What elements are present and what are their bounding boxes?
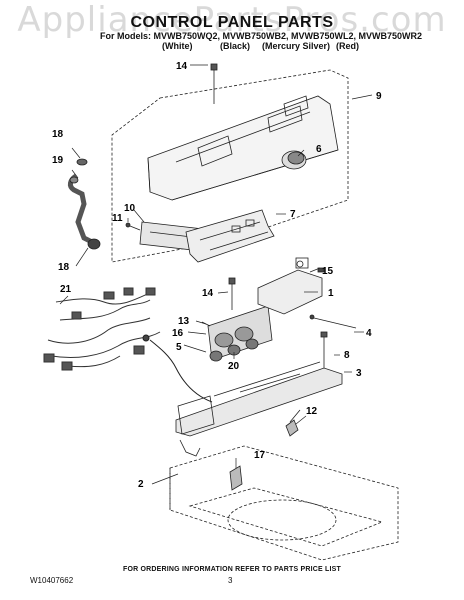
- page-number: 3: [228, 576, 233, 585]
- watermark: AppliancePartsPros.com: [17, 0, 447, 40]
- callout-7: 7: [290, 209, 296, 220]
- screw-14-mid: [228, 277, 236, 310]
- screw-8: [320, 331, 328, 372]
- color-black: (Black): [220, 41, 251, 51]
- callout-17: 17: [254, 450, 266, 461]
- callout-15: 15: [322, 266, 334, 277]
- screw-14-top: [210, 63, 218, 104]
- callout-1: 1: [328, 288, 334, 299]
- color-list: (White) (Black) (Mercury Silver) (Red): [100, 41, 364, 53]
- callout-21: 21: [60, 284, 72, 295]
- clip-12: [285, 409, 301, 437]
- callout-9: 9: [376, 91, 382, 102]
- page-title: CONTROL PANEL PARTS: [130, 14, 334, 31]
- callout-16: 16: [172, 328, 184, 339]
- clip-17: [229, 465, 243, 491]
- callout-18-bottom: 18: [58, 262, 70, 273]
- pressure-switch: [257, 257, 325, 315]
- callout-2: 2: [138, 479, 144, 490]
- callout-10: 10: [124, 203, 136, 214]
- callout-3: 3: [356, 368, 362, 379]
- model-list: For Models: MVWB750WQ2, MVWB750WB2, MVWB…: [100, 31, 423, 41]
- document-number: W10407662: [30, 576, 74, 585]
- valve-lead: [142, 334, 213, 403]
- console-housing: [147, 95, 339, 201]
- knob: [281, 150, 307, 170]
- console-base: [175, 361, 343, 457]
- rod: [309, 314, 357, 329]
- color-red: (Red): [336, 41, 359, 51]
- color-white: (White): [162, 41, 193, 51]
- ordering-note: FOR ORDERING INFORMATION REFER TO PARTS …: [122, 566, 342, 573]
- callout-8: 8: [344, 350, 350, 361]
- console-group-bracket: [111, 69, 349, 263]
- callout-14-mid: 14: [202, 288, 214, 299]
- color-mercury-silver: (Mercury Silver): [262, 41, 331, 51]
- callout-4: 4: [366, 328, 372, 339]
- control-board: [185, 209, 275, 263]
- leader-lines: [59, 64, 373, 485]
- callout-6: 6: [316, 144, 322, 155]
- screw-11: [125, 222, 141, 231]
- callout-19: 19: [52, 155, 64, 166]
- callout-11: 11: [112, 213, 123, 224]
- callout-12: 12: [306, 406, 318, 417]
- top-panel-outline: [169, 445, 399, 561]
- callout-14-top: 14: [176, 61, 188, 72]
- water-valves: [201, 305, 273, 362]
- fill-hose: [67, 158, 101, 250]
- callout-20: 20: [228, 361, 240, 372]
- callout-13: 13: [178, 316, 190, 327]
- wire-harness: [43, 287, 161, 371]
- callout-18-top: 18: [52, 129, 64, 140]
- callout-5: 5: [176, 342, 182, 353]
